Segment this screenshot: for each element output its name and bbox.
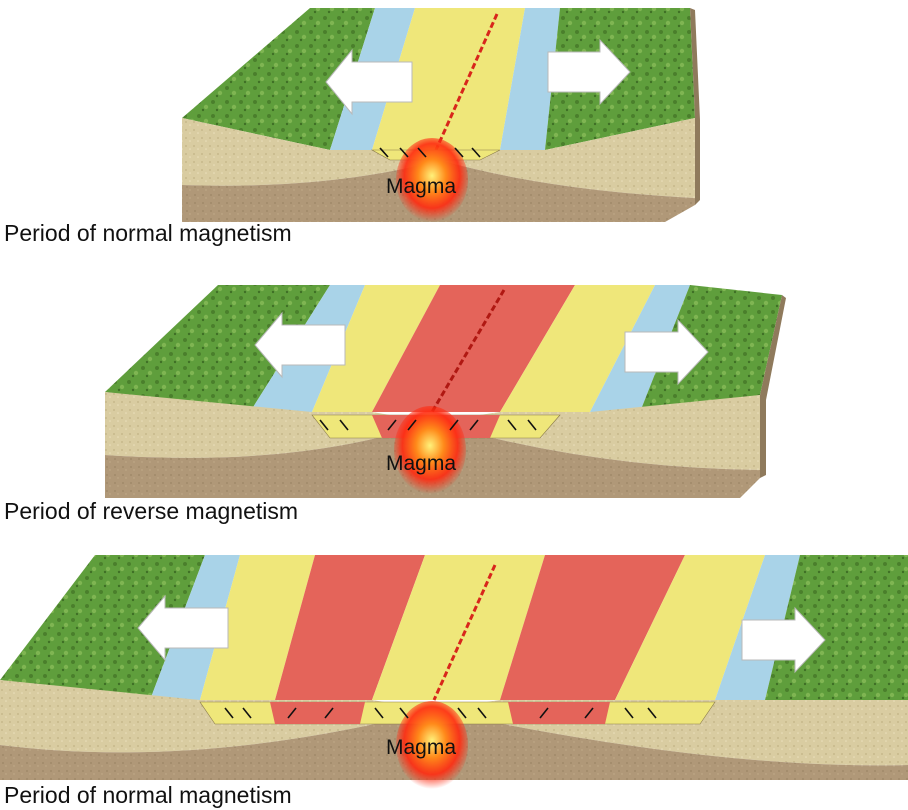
panel-2: Magma	[105, 285, 786, 498]
band-reverse-right-3	[500, 555, 685, 700]
caption-panel-3: Period of normal magnetism	[4, 782, 292, 808]
reverse-strip-3a	[270, 702, 365, 724]
magma-glow-1	[396, 138, 468, 222]
magma-glow-3	[396, 701, 468, 789]
ridge-crack-3	[432, 564, 497, 701]
band-reverse-center-2	[372, 285, 575, 412]
band-normal-left-3	[200, 555, 315, 700]
ocean-right-1	[500, 8, 560, 150]
side-face-1	[690, 8, 700, 205]
magma-label-2: Magma	[386, 452, 456, 475]
band-normal-left-2	[312, 285, 440, 412]
spreading-arrow-left-3	[137, 594, 229, 662]
magma-label-3: Magma	[386, 736, 456, 759]
spreading-arrow-right-3	[741, 606, 826, 674]
spreading-arrow-left-2	[254, 311, 346, 379]
polarity-arrows-2	[319, 419, 537, 431]
panel-1: Magma	[182, 8, 700, 222]
reverse-strip-3b	[508, 702, 610, 724]
land-left-3	[0, 555, 205, 700]
caption-panel-1: Period of normal magnetism	[4, 220, 292, 246]
magma-glow-2	[394, 406, 466, 494]
magma-label-1: Magma	[386, 175, 456, 198]
crust-front-1	[182, 118, 695, 198]
ridge-crack-1	[434, 13, 499, 151]
spreading-arrow-right-1	[547, 38, 631, 106]
land-left-1	[182, 8, 375, 150]
crust-front-3	[0, 680, 908, 766]
caption-panel-2: Period of reverse magnetism	[4, 498, 299, 524]
spreading-arrow-right-2	[624, 318, 709, 386]
ridge-crack-2	[430, 289, 506, 413]
band-normal-center-1	[372, 8, 525, 150]
band-reverse-left-3	[275, 555, 425, 700]
band-normal-center-3	[372, 555, 545, 700]
polarity-arrows-3	[224, 707, 657, 719]
side-face-2	[760, 295, 786, 478]
spreading-arrow-left-1	[325, 48, 413, 116]
land-right-2	[640, 285, 782, 412]
land-left-2	[105, 285, 330, 412]
polarity-arrows-1	[379, 147, 481, 158]
panel-3: Magma	[0, 555, 908, 789]
crust-front-2	[105, 392, 760, 470]
band-normal-right-2	[500, 285, 655, 412]
